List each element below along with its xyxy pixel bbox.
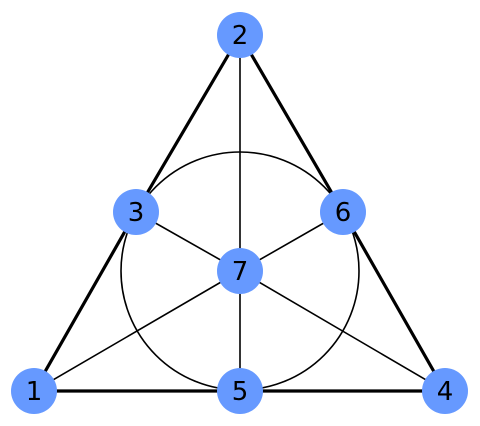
- node-2: 2: [217, 12, 263, 58]
- edge-3-2: [134, 33, 242, 214]
- edges-layer: [32, 33, 447, 393]
- node-1: 1: [11, 368, 57, 414]
- nodes-layer: 1 2 3 4 5 6 7: [11, 12, 468, 414]
- node-7: 7: [217, 248, 263, 294]
- node-circle-1: [11, 368, 57, 414]
- node-circle-3: [113, 189, 159, 235]
- node-label-7: 7: [232, 257, 249, 287]
- node-circle-5: [217, 368, 263, 414]
- node-6: 6: [320, 189, 366, 235]
- node-label-2: 2: [232, 21, 249, 51]
- node-circle-2: [217, 12, 263, 58]
- edge-1-3: [32, 210, 138, 393]
- node-4: 4: [422, 368, 468, 414]
- node-circle-4: [422, 368, 468, 414]
- edge-6-4: [341, 210, 447, 393]
- node-label-6: 6: [335, 198, 352, 228]
- edge-2-6: [238, 33, 345, 214]
- node-label-4: 4: [437, 377, 454, 407]
- node-label-5: 5: [232, 377, 249, 407]
- node-5: 5: [217, 368, 263, 414]
- node-label-1: 1: [26, 377, 43, 407]
- node-circle-7: [217, 248, 263, 294]
- node-circle-6: [320, 189, 366, 235]
- node-3: 3: [113, 189, 159, 235]
- node-label-3: 3: [128, 198, 145, 228]
